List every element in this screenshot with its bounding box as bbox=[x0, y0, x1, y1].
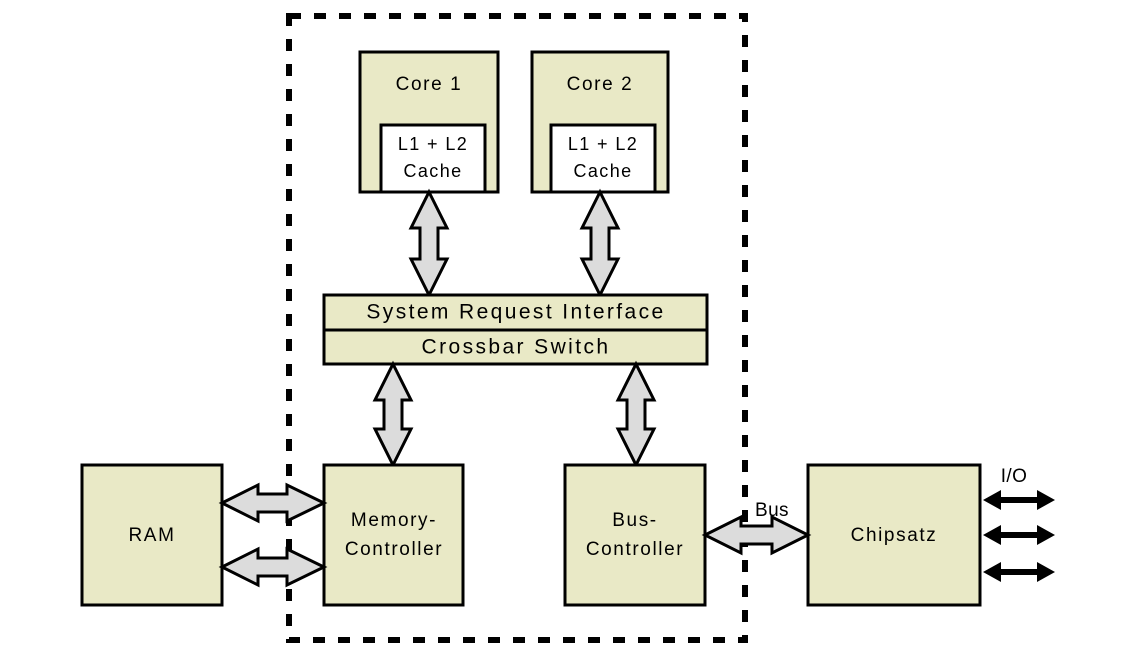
system-request-interface-box bbox=[322, 293, 709, 332]
bus-controller-label-line2: Controller bbox=[586, 539, 684, 560]
ram-box bbox=[80, 463, 224, 607]
chipset-block[interactable]: Chipsatz bbox=[806, 463, 982, 607]
core-2-cache-label-line1: L1 + L2 bbox=[568, 134, 638, 154]
core-1-label: Core 1 bbox=[396, 74, 463, 95]
arrow-ram-to-memory-controller-upper bbox=[218, 482, 328, 524]
cpu-die-boundary bbox=[286, 13, 748, 643]
io-connector-label: I/O bbox=[1001, 466, 1028, 487]
core-1-cache-label-line2: Cache bbox=[403, 161, 462, 181]
crossbar-switch-block[interactable]: Crossbar Switch bbox=[322, 328, 709, 366]
memory-controller-box bbox=[322, 463, 465, 607]
memory-controller-block[interactable]: Memory- Controller bbox=[322, 463, 465, 607]
ram-block[interactable]: RAM bbox=[80, 463, 224, 607]
bus-connector-label: Bus bbox=[755, 500, 789, 521]
bus-controller-block[interactable]: Bus- Controller bbox=[563, 463, 707, 607]
core-1-cache-label-line1: L1 + L2 bbox=[398, 134, 468, 154]
memory-controller-label-line2: Controller bbox=[345, 539, 443, 560]
io-arrow-3 bbox=[983, 562, 1055, 582]
arrow-bus-controller-to-chipset bbox=[701, 514, 812, 556]
core-1-block[interactable]: Core 1 L1 + L2 Cache bbox=[358, 50, 500, 194]
arrow-core1-to-sri bbox=[408, 188, 450, 299]
chipset-box bbox=[806, 463, 982, 607]
core-2-label: Core 2 bbox=[567, 74, 634, 95]
system-request-interface-block[interactable]: System Request Interface bbox=[322, 293, 709, 332]
crossbar-switch-label: Crossbar Switch bbox=[422, 336, 611, 359]
core-2-cache-box bbox=[549, 123, 657, 194]
core-2-cache-label-line2: Cache bbox=[573, 161, 632, 181]
ram-label: RAM bbox=[128, 525, 175, 546]
bus-controller-box bbox=[563, 463, 707, 607]
memory-controller-label-line1: Memory- bbox=[351, 510, 437, 531]
core-1-cache-box bbox=[379, 123, 487, 194]
arrow-core2-to-sri bbox=[579, 188, 621, 299]
system-request-interface-label: System Request Interface bbox=[366, 301, 665, 324]
arrow-crossbar-to-bus-controller bbox=[615, 360, 657, 469]
arrow-crossbar-to-memory-controller bbox=[372, 360, 414, 469]
bus-controller-label-line1: Bus- bbox=[612, 510, 657, 531]
arrow-ram-to-memory-controller-lower bbox=[218, 546, 328, 588]
io-arrow-1 bbox=[983, 490, 1055, 510]
io-arrow-2 bbox=[983, 525, 1055, 545]
core-2-block[interactable]: Core 2 L1 + L2 Cache bbox=[530, 50, 670, 194]
crossbar-switch-box bbox=[322, 328, 709, 366]
chipset-label: Chipsatz bbox=[851, 525, 938, 546]
